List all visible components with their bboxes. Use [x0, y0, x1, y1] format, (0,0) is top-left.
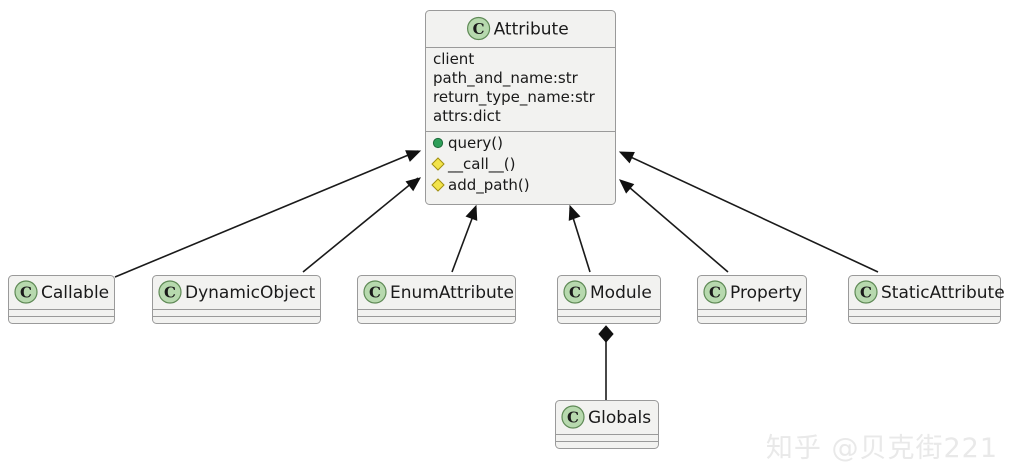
relation-line	[621, 152, 879, 273]
class-stereotype-letter: C	[369, 284, 381, 302]
class-method-item: add_path()	[448, 176, 530, 195]
relation-module-attribute	[568, 204, 591, 273]
watermark-text: 知乎 @贝克街221	[765, 433, 998, 464]
inheritance-arrow-icon	[618, 151, 635, 164]
class-name-label: DynamicObject	[185, 283, 316, 303]
class-stereotype-letter: C	[20, 284, 32, 302]
relation-line	[302, 177, 419, 273]
class-stereotype-icon	[467, 16, 491, 41]
class-stereotype-letter: C	[473, 20, 485, 38]
class-stereotype-icon	[854, 280, 878, 304]
inheritance-arrow-icon	[405, 177, 422, 192]
class-name-label: StaticAttribute	[881, 283, 1005, 303]
relation-enumattribute-attribute	[451, 204, 478, 273]
inheritance-arrow-icon	[465, 204, 478, 221]
class-stereotype-icon	[14, 280, 38, 304]
class-stereotype-letter: C	[567, 409, 579, 427]
class-stereotype-letter: C	[569, 284, 581, 302]
class-attribute-item: return_type_name:str	[433, 88, 596, 107]
class-stereotype-icon	[561, 405, 585, 429]
relation-line	[114, 150, 419, 278]
public-member-icon	[432, 137, 444, 149]
relation-dynamicobject-attribute	[302, 177, 422, 273]
class-stereotype-letter: C	[860, 284, 872, 302]
class-stereotype-letter: C	[709, 284, 721, 302]
class-name-label: Property	[730, 283, 802, 303]
class-box-frame	[357, 275, 516, 324]
composition-diamond-icon	[598, 325, 614, 343]
class-box-globals[interactable]: C Globals	[555, 400, 659, 449]
class-box-attribute[interactable]: C Attribute clientpath_and_name:strreturn_…	[425, 10, 616, 205]
class-attribute-item: attrs:dict	[433, 107, 501, 125]
class-box-enumattribute[interactable]: C EnumAttribute	[357, 275, 516, 324]
class-name-label: Globals	[588, 408, 651, 428]
inheritance-arrow-icon	[405, 150, 422, 162]
classes-layer: C Attribute clientpath_and_name:strreturn_…	[8, 10, 1005, 449]
relation-property-attribute	[619, 179, 729, 273]
inheritance-arrow-icon	[568, 204, 581, 221]
class-method-item: __call__()	[447, 155, 515, 174]
class-attribute-item: path_and_name:str	[433, 69, 579, 88]
relation-module-globals	[598, 325, 614, 400]
class-box-dynamicobject[interactable]: C DynamicObject	[152, 275, 321, 324]
class-attribute-item: client	[433, 50, 474, 68]
class-stereotype-icon	[363, 280, 387, 304]
inheritance-arrow-icon	[619, 179, 635, 194]
class-method-item: query()	[448, 134, 503, 152]
class-box-frame	[425, 10, 616, 205]
class-box-property[interactable]: C Property	[697, 275, 807, 324]
relation-callable-attribute	[114, 150, 422, 278]
relation-line	[621, 180, 729, 273]
class-box-frame	[848, 275, 1001, 324]
class-box-staticattribute[interactable]: C StaticAttribute	[848, 275, 1005, 324]
class-box-frame	[152, 275, 321, 324]
class-stereotype-letter: C	[164, 284, 176, 302]
relations-layer	[114, 150, 879, 400]
class-box-module[interactable]: C Module	[557, 275, 661, 324]
class-name-label: Callable	[41, 283, 109, 303]
class-box-callable[interactable]: C Callable	[8, 275, 115, 324]
class-name-label: Module	[590, 283, 652, 303]
class-stereotype-icon	[563, 280, 587, 304]
class-stereotype-icon	[703, 280, 727, 304]
class-name-label: EnumAttribute	[390, 283, 514, 303]
private-member-icon	[431, 178, 445, 192]
relation-staticattribute-attribute	[618, 151, 879, 273]
private-member-icon	[431, 157, 445, 171]
class-name-label: Attribute	[494, 20, 569, 40]
class-stereotype-icon	[158, 280, 182, 304]
